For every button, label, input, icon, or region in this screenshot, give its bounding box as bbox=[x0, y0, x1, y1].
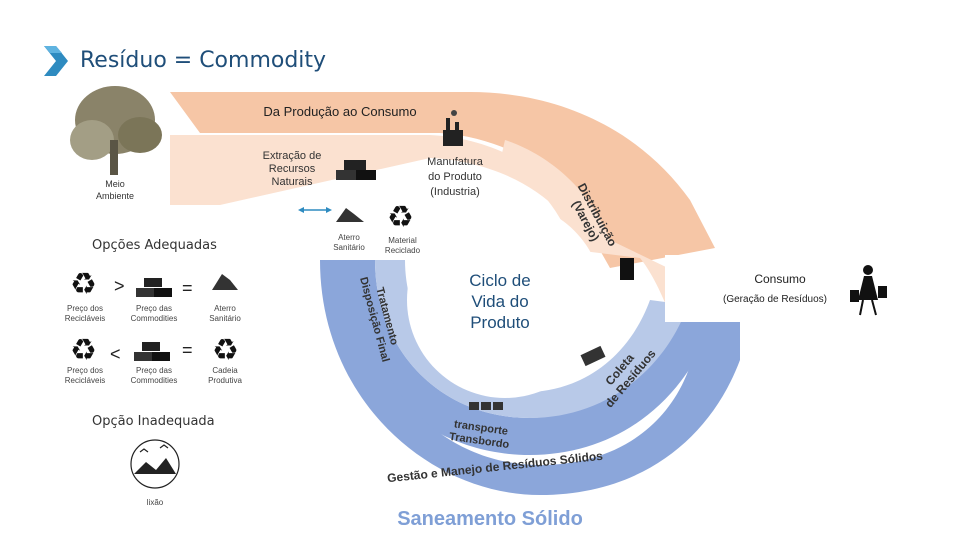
lixao-icon bbox=[130, 439, 180, 489]
center-label: Ciclo de Vida do Produto bbox=[469, 271, 531, 332]
factory-icon bbox=[443, 110, 463, 146]
lixao-label: lixão bbox=[146, 498, 164, 507]
bag-icon bbox=[620, 258, 634, 280]
manufatura-label: Manufatura do Produto (Industria) bbox=[427, 156, 483, 198]
recycle-icon-material: ♻ bbox=[387, 201, 414, 234]
gestao-arc bbox=[338, 260, 725, 455]
truck-icon bbox=[580, 345, 606, 367]
ingots-icon bbox=[336, 160, 376, 180]
tree-icon bbox=[70, 86, 162, 175]
recycle-icon-row2: ♻ bbox=[70, 334, 97, 367]
landfill-icon-row1 bbox=[212, 274, 238, 290]
aterro-label: Aterro Sanitário bbox=[333, 233, 365, 252]
row1-left-label: Preço dos Recicláveis bbox=[64, 304, 106, 323]
outer-arrow-label: Da Produção ao Consumo bbox=[263, 104, 417, 119]
meio-ambiente-label: Meio Ambiente bbox=[95, 179, 135, 201]
landfill-icon bbox=[336, 208, 364, 222]
row2-right-label: Cadeia Produtiva bbox=[208, 366, 242, 385]
ingots-icon-row2 bbox=[134, 342, 170, 361]
opcao-inadequada-title: Opção Inadequada bbox=[92, 414, 215, 429]
inner-extraction-arrow bbox=[170, 135, 570, 212]
extracao-label: Extração de Recursos Naturais bbox=[262, 150, 322, 188]
opcoes-adequadas-title: Opções Adequadas bbox=[92, 238, 217, 253]
row1-mid-label: Preço das Commodities bbox=[130, 304, 178, 323]
outer-production-arrow bbox=[170, 92, 715, 268]
consumo-arrow bbox=[665, 255, 740, 322]
greater-than-symbol: > bbox=[114, 276, 125, 296]
row2-left-label: Preço dos Recicláveis bbox=[64, 366, 106, 385]
center-circle bbox=[407, 202, 603, 398]
row2-mid-label: Preço das Commodities bbox=[130, 366, 178, 385]
equals-symbol-row1: = bbox=[182, 278, 193, 298]
containers-icon bbox=[469, 402, 503, 410]
less-than-symbol: < bbox=[110, 344, 121, 364]
consumo-sub-label: (Geração de Resíduos) bbox=[723, 294, 827, 305]
page-title: Resíduo = Commodity bbox=[80, 48, 327, 73]
shopper-icon bbox=[850, 265, 887, 316]
equals-symbol-row2: = bbox=[182, 340, 193, 360]
chevron-logo-icon bbox=[44, 46, 68, 76]
distribution-segment bbox=[500, 140, 668, 310]
material-label: Material Reciclado bbox=[384, 236, 421, 255]
recycle-icon-row2-right: ♻ bbox=[212, 334, 239, 367]
recycle-icon-row1: ♻ bbox=[70, 268, 97, 301]
ingots-icon-row1 bbox=[136, 278, 172, 297]
consumo-label: Consumo bbox=[754, 272, 806, 286]
row1-right-label: Aterro Sanitário bbox=[209, 304, 241, 323]
footer-label: Saneamento Sólido bbox=[397, 508, 583, 530]
